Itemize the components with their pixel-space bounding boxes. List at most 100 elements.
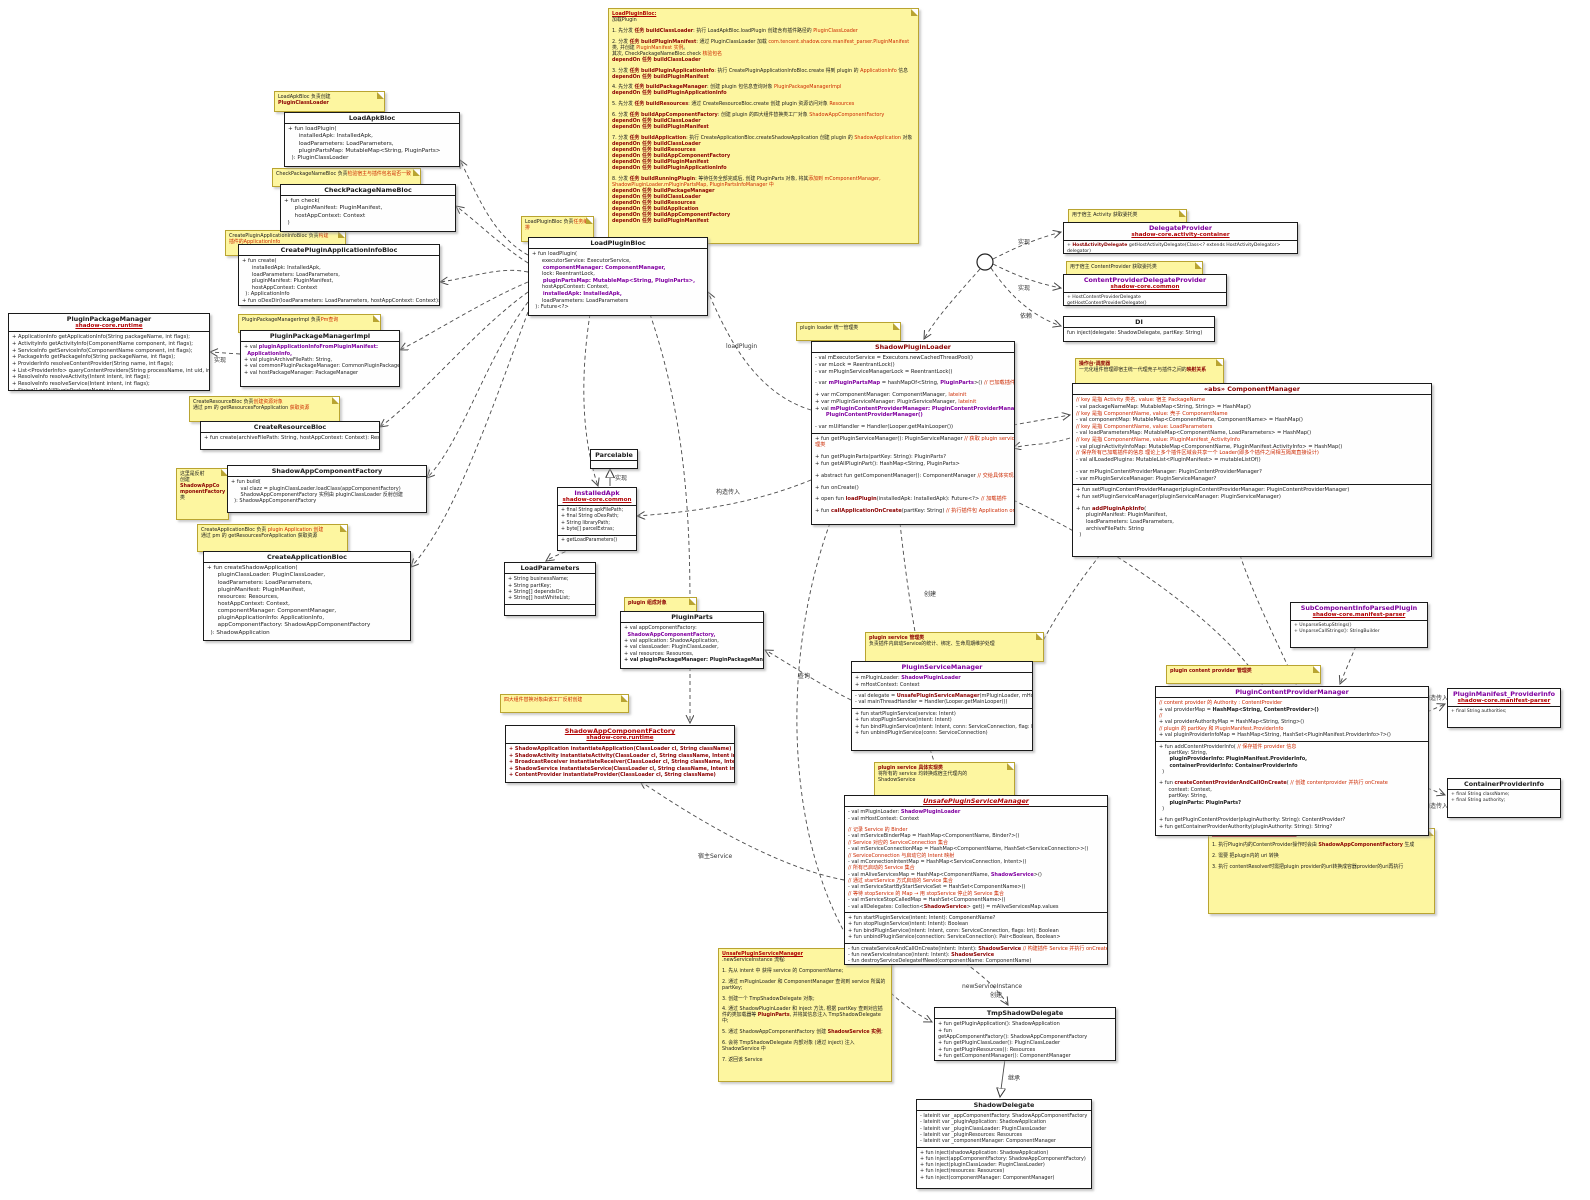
uml-text-line: ShadowAppComponentFactory 实例由 pluginClas…: [231, 491, 403, 498]
uml-text-line: PluginManifest_ProviderInfo: [1450, 690, 1558, 698]
class-section: + fun addContentProviderInfo( // 保存插件 pr…: [1156, 740, 1428, 833]
uml-text-line: loadParameters: LoadParameters,: [1076, 519, 1174, 526]
edge-e-loadbloc-app: [411, 311, 529, 567]
uml-text-line: - val mServiceBinderMap = HashMap<Compon…: [848, 833, 1020, 840]
uml-text-run: ShadowAppComponentFactory: [809, 112, 885, 119]
uml-text-line: ContainerProviderInfo: [1450, 780, 1558, 788]
uml-text-run: CheckPackageNameBloc 负责: [276, 171, 348, 177]
uml-text-run: 任务 buildPluginApplicationInfo: [629, 67, 715, 74]
uml-text-line: // 所有已启动的 Service 集合: [848, 865, 1104, 871]
class-box-plugin-package-manager-impl: PluginPackageManagerImpl+ val pluginAppl…: [240, 330, 400, 387]
uml-text-run: 5. 先分发: [612, 101, 635, 108]
uml-text-line: 1. 先分发 任务 buildClassLoader: 执行 LoadApkBl…: [612, 28, 914, 34]
uml-text-run: , 并将其信息注入 TmpShadowDelegate 中;: [722, 1012, 881, 1025]
uml-text-line: LoadApkBloc: [287, 114, 457, 122]
uml-text-line: 用于宿主 Activity 获取委托类: [1072, 212, 1182, 218]
uml-text-run: ;: [881, 1029, 883, 1036]
uml-text-line: CheckPackageNameBloc 负责检验宿主与插件包名是否一致: [276, 171, 416, 177]
uml-text-line: CreateApplicationBloc 负责 plugin Applicat…: [201, 527, 343, 533]
uml-text-run: 负责插件内启动Service的统计、绑定、生命周期维护处理: [869, 640, 995, 647]
uml-text-line: dependOn 任务 buildPackageManager: [612, 188, 914, 194]
uml-text-run: UnsafePluginServiceManager: [722, 951, 804, 957]
uml-text-run: dependOn 任务 buildPluginManifest: [612, 73, 709, 80]
uml-text-line: ): [1159, 769, 1165, 776]
uml-text-line: - val loadParametersMap: MutableMap<Comp…: [1076, 430, 1312, 437]
uml-text-line: ): ShadowApplication: [207, 629, 270, 636]
uml-text-line: + final String apkFilePath;: [561, 508, 624, 514]
uml-text-line: + fun getPluginResources(): Resources: [938, 1046, 1036, 1053]
uml-text-line: ShadowService: [878, 777, 1010, 783]
uml-text-line: archiveFilePath: String: [1076, 525, 1144, 532]
uml-text-line: - val mExecutorService = Executors.newCa…: [815, 355, 973, 362]
uml-text-line: + ResolveInfo resolveActivity(Intent int…: [12, 374, 151, 381]
class-header-check-package-name-bloc: CheckPackageNameBloc: [281, 185, 455, 197]
uml-text-run: 排: [525, 224, 530, 231]
uml-text-run: dependOn 任务 buildClassLoader: [612, 140, 701, 147]
uml-text-run: 核验包名: [702, 50, 723, 57]
uml-text-line: dependOn 任务 buildPluginManifest: [612, 74, 914, 80]
uml-text-run: 任务 buildPackageManager: [634, 84, 707, 91]
uml-text-line: + mHostContext: Context: [855, 681, 920, 688]
uml-text-run: LoadApkBloc: [348, 114, 396, 122]
uml-text-line: + val resources: Resources,: [624, 650, 694, 657]
uml-text-run: plugin 组成对象: [628, 600, 667, 606]
uml-text-line: dependOn 任务 buildClassLoader: [612, 57, 914, 63]
uml-text-line: - val delegate = UnsafePluginServiceMana…: [855, 693, 1032, 699]
uml-text-run: ShadowAppCo: [180, 482, 220, 489]
uml-text-run: ShadowService: [990, 871, 1034, 878]
edge-label: loadPlugin: [726, 343, 757, 350]
uml-text-line: + val providerMap = HashMap<String, Cont…: [1159, 707, 1425, 713]
uml-text-line: ShadowPluginLoader: [814, 343, 1012, 351]
uml-text-run: CreatePluginApplicationInfoBloc 负责: [229, 233, 319, 239]
uml-text-line: loadParameters: LoadParameters,: [288, 140, 394, 147]
uml-text-line: CreateApplicationBloc: [206, 553, 408, 561]
uml-text-line: - val mServiceConnectionMap = HashMap<Co…: [848, 846, 1089, 853]
uml-text-run: = hashMapOf<String,: [880, 380, 941, 387]
uml-text-run: ShadowService: [923, 903, 967, 910]
uml-text-run: // 执行插件包 Application onCreate: [946, 508, 1014, 515]
uml-text-run: 信息: [896, 67, 909, 74]
edge-label: 实现: [1018, 284, 1030, 292]
uml-text-line: - val pluginActivityInfoMap: MutableMap<…: [1076, 443, 1343, 450]
uml-text-run: .newServiceInstance 流程:: [722, 956, 786, 963]
uml-text-run: LoadApkBloc 负责创建: [278, 94, 331, 100]
uml-text-line: dependOn 任务 buildPluginManifest: [612, 218, 914, 224]
uml-text-line: 2. 通过 mPluginLoader 和 ComponentManager 查…: [722, 978, 886, 991]
uml-text-line: ): [1076, 532, 1082, 539]
uml-text-line: dependOn 任务 buildPluginApplicationInfo: [612, 165, 914, 171]
note-note-factory-big: 四大组件替换对象由该工厂反射创建: [500, 694, 629, 713]
uml-text-line: CreatePluginApplicationInfoBloc: [241, 246, 437, 254]
uml-text-line: - lateinit var _pluginResources: Resourc…: [920, 1131, 1023, 1138]
uml-text-run: 将所有的 service 均转换成宿主代理内的: [878, 770, 968, 777]
uml-text-line: shadow-core.manifest-parser: [1450, 698, 1558, 705]
uml-text-line: CreateResourceBloc 负责创建资源对象: [193, 399, 335, 405]
uml-text-run: PluginParts: [757, 1012, 790, 1019]
uml-text-line: - var mLock = ReentrantLock(): [815, 361, 895, 368]
uml-text-line: pluginParts: PluginParts?: [1159, 800, 1425, 806]
uml-text-run: PluginPackageManagerImpl 负责: [242, 317, 321, 323]
uml-text-run: ShadowService: [951, 952, 995, 958]
uml-text-run: // 所有已启动的 Service 集合: [848, 865, 915, 872]
uml-text-line: 用于宿主 ContentProvider 获取委托类: [1070, 264, 1198, 270]
uml-text-line: + ApplicationInfo getApplicationInfo(Str…: [12, 334, 191, 341]
note-note-create-resource: CreateResourceBloc 负责创建资源对象通过 pm 的 getRe…: [189, 396, 340, 422]
uml-text-run: ShadowPluginLoader: [901, 675, 961, 682]
uml-text-run: PluginManifest_ProviderInfo: [1452, 690, 1556, 698]
uml-text-run: // plugin 的 partKey 和 PluginManifest.Pro…: [1159, 725, 1284, 732]
class-section: + getLoadParameters(): [558, 534, 636, 546]
class-section: + fun build( val clazz = pluginClassLoad…: [228, 477, 426, 507]
uml-text-line: + mPluginLoader: ShadowPluginLoader: [855, 675, 1029, 681]
uml-text-line: .newServiceInstance 流程:: [722, 957, 887, 963]
uml-text-line: PluginPackageManager: [11, 315, 207, 323]
uml-text-run: 映射关系: [1186, 366, 1207, 373]
uml-text-line: hostAppContext: Context,: [532, 284, 609, 291]
uml-text-run: > get() = mAliveServicesMap.values: [966, 903, 1059, 910]
uml-text-line: + ShadowActivity instantiateActivity(Cla…: [509, 753, 734, 759]
edge-e-unsafe-factory: [640, 781, 845, 881]
uml-text-line: + fun bindPluginService(intent: Intent, …: [848, 927, 1059, 934]
edge-e-loader-loadbloc: [708, 292, 812, 411]
